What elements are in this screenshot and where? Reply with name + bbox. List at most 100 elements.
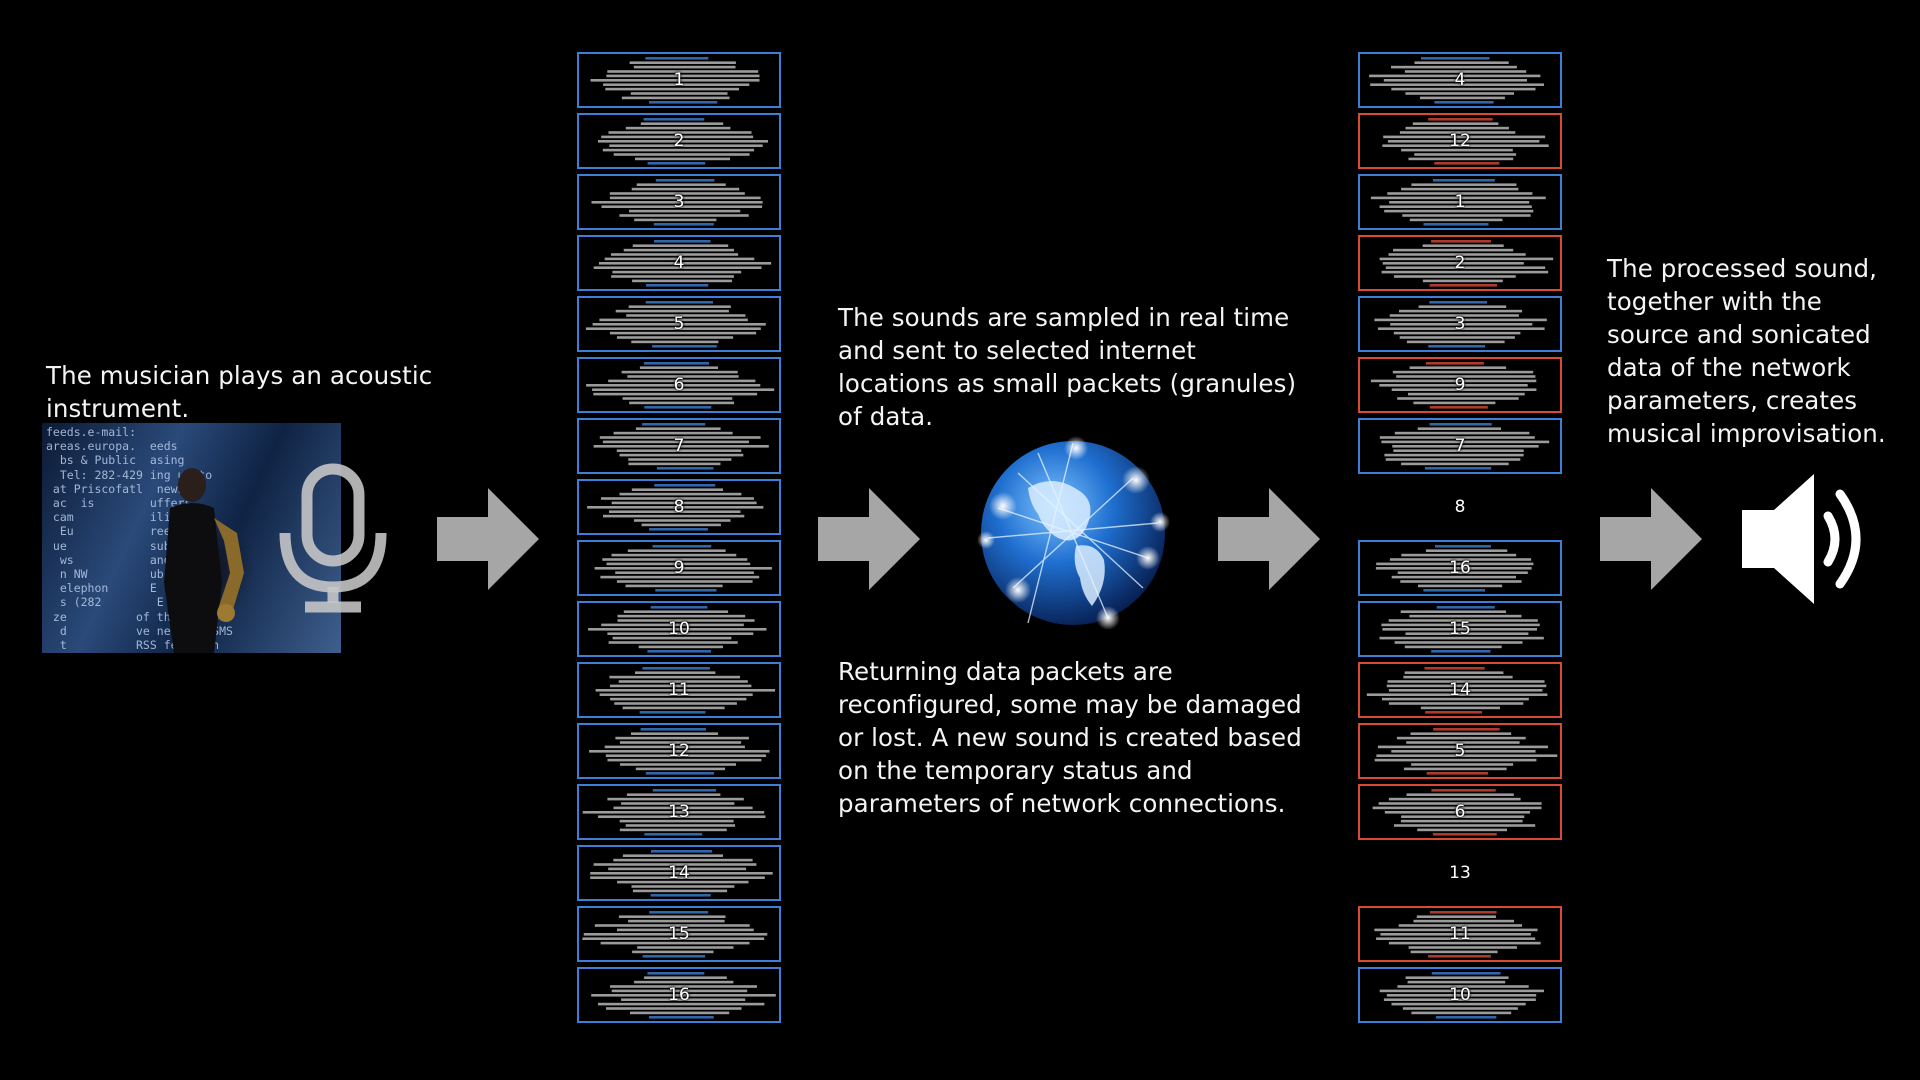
damaged-data-packet: 6	[1358, 784, 1562, 840]
waveform-graphic	[588, 606, 767, 653]
packet-number: 2	[1454, 253, 1466, 273]
musician-caption: The musician plays an acoustic instrumen…	[46, 361, 433, 423]
lost-packet-label: 8	[1454, 497, 1466, 517]
waveform-graphic	[582, 911, 768, 958]
waveform-graphic	[1374, 911, 1541, 958]
packet-number: 8	[673, 497, 685, 517]
data-packet: 12	[577, 723, 781, 779]
data-packet: 15	[577, 906, 781, 962]
waveform-graphic	[1374, 301, 1547, 348]
damaged-data-packet: 2	[1358, 235, 1562, 291]
data-packet: 6	[577, 357, 781, 413]
data-packet: 3	[1358, 296, 1562, 352]
data-packet: 11	[577, 662, 781, 718]
data-packet: 3	[577, 174, 781, 230]
lost-packet-label: 13	[1449, 863, 1471, 883]
processed-caption: The processed sound, together with the s…	[1607, 254, 1886, 448]
waveform-graphic	[1379, 423, 1550, 470]
data-packet: 1	[577, 52, 781, 108]
packet-number: 5	[1454, 741, 1466, 761]
packet-number: 1	[1454, 192, 1466, 212]
data-packet: 10	[577, 601, 781, 657]
data-packet: 10	[1358, 967, 1562, 1023]
waveform-graphic	[1372, 789, 1542, 836]
data-packet: 15	[1358, 601, 1562, 657]
packet-number: 1	[673, 70, 685, 90]
data-packet: 14	[577, 845, 781, 901]
packet-number: 6	[673, 375, 685, 395]
data-packet: 16	[1358, 540, 1562, 596]
packet-number: 13	[668, 802, 690, 822]
data-packet: 1	[1358, 174, 1562, 230]
waveform-graphic	[593, 240, 772, 287]
data-packet: 7	[1358, 418, 1562, 474]
waveform-graphic	[591, 972, 776, 1019]
packet-number: 15	[668, 924, 690, 944]
arrow-right-icon	[1218, 488, 1320, 590]
data-packet: 2	[577, 113, 781, 169]
damaged-data-packet: 9	[1358, 357, 1562, 413]
damaged-data-packet: 12	[1358, 113, 1562, 169]
waveform-graphic	[594, 545, 772, 592]
packet-number: 16	[1449, 558, 1471, 578]
waveform-graphic	[1379, 240, 1554, 287]
saxophonist-silhouette	[164, 468, 244, 653]
data-packet: 4	[577, 235, 781, 291]
damaged-data-packet: 14	[1358, 662, 1562, 718]
speaker-icon	[1742, 474, 1861, 604]
packet-number: 15	[1449, 619, 1471, 639]
sampling-caption: The sounds are sampled in real time and …	[838, 303, 1297, 431]
arrow-right-icon	[1600, 488, 1702, 590]
waveform-graphic	[598, 118, 768, 165]
packet-number: 4	[1454, 70, 1466, 90]
packet-number: 10	[668, 619, 690, 639]
packet-number: 2	[673, 131, 685, 151]
waveform-graphic	[593, 423, 769, 470]
microphone-icon	[279, 463, 387, 613]
waveform-graphic	[1366, 667, 1548, 714]
waveform-graphic	[1370, 362, 1537, 409]
data-packet: 9	[577, 540, 781, 596]
globe-icon	[977, 436, 1170, 630]
arrow-right-icon	[818, 488, 920, 590]
packet-number: 3	[673, 192, 685, 212]
damaged-data-packet: 11	[1358, 906, 1562, 962]
waveform-graphic	[1374, 728, 1558, 775]
packet-number: 9	[1454, 375, 1466, 395]
waveform-graphic	[582, 789, 766, 836]
waveform-graphic	[1382, 118, 1549, 165]
packet-number: 7	[673, 436, 685, 456]
packet-number: 5	[673, 314, 685, 334]
packet-number: 3	[1454, 314, 1466, 334]
data-packet: 5	[577, 296, 781, 352]
packet-number: 6	[1454, 802, 1466, 822]
packet-number: 4	[673, 253, 685, 273]
waveform-graphic	[1375, 545, 1534, 592]
data-packet: 8	[577, 479, 781, 535]
data-packet: 4	[1358, 52, 1562, 108]
packet-number: 9	[673, 558, 685, 578]
waveform-graphic	[589, 728, 770, 775]
waveform-graphic	[590, 850, 773, 897]
waveform-graphic	[595, 667, 775, 714]
data-packet: 16	[577, 967, 781, 1023]
waveform-graphic	[591, 179, 763, 226]
packet-number: 10	[1449, 985, 1471, 1005]
waveform-graphic	[586, 362, 775, 409]
returning-caption: Returning data packets are reconfigured,…	[838, 657, 1302, 818]
damaged-data-packet: 5	[1358, 723, 1562, 779]
packet-number: 12	[668, 741, 690, 761]
waveform-graphic	[590, 57, 760, 104]
waveform-graphic	[1369, 57, 1544, 104]
waveform-graphic	[587, 484, 764, 531]
waveform-graphic	[1379, 972, 1544, 1019]
packet-number: 16	[668, 985, 690, 1005]
musician-photo: feeds.e-mail: areas.europa. eeds bs & Pu…	[42, 423, 341, 653]
packet-number: 14	[668, 863, 690, 883]
data-packet: 7	[577, 418, 781, 474]
packet-number: 12	[1449, 131, 1471, 151]
packet-number: 11	[1449, 924, 1471, 944]
packet-number: 14	[1449, 680, 1471, 700]
arrow-right-icon	[437, 488, 539, 590]
waveform-graphic	[1370, 179, 1546, 226]
